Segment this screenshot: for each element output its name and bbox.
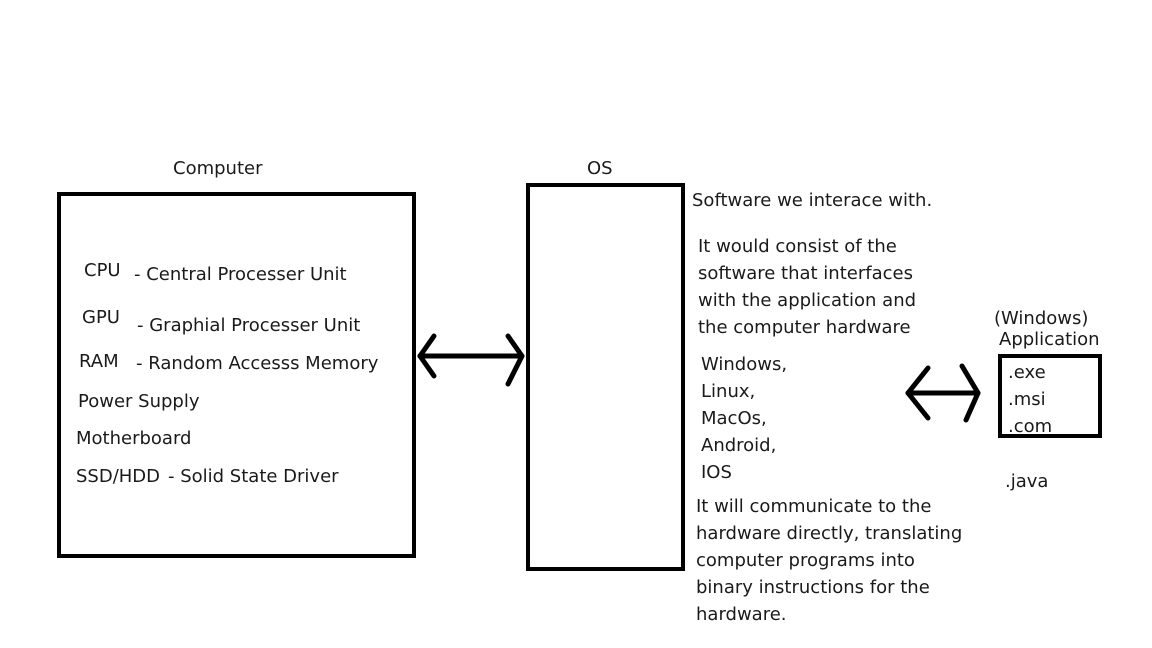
ram-abbr: RAM [79, 351, 119, 372]
os-communication-line: computer programs into [696, 550, 915, 571]
os-communication-line: It will communicate to the [696, 496, 932, 517]
computer-box [57, 192, 416, 558]
cpu-desc: - Central Processer Unit [134, 264, 347, 285]
os-example: IOS [701, 462, 732, 483]
os-summary: Software we interace with. [692, 190, 933, 211]
os-communication-line: hardware directly, translating [696, 523, 963, 544]
os-communication-line: binary instructions for the [696, 577, 930, 598]
motherboard-label: Motherboard [76, 428, 192, 449]
application-title: Application [999, 329, 1100, 350]
os-example: Windows, [701, 354, 788, 375]
extension-com: .com [1008, 416, 1053, 437]
extension-exe: .exe [1008, 362, 1046, 383]
extension-msi: .msi [1008, 389, 1046, 410]
os-description-line: the computer hardware [698, 317, 911, 338]
application-box [998, 354, 1102, 438]
extension-java: .java [1005, 471, 1049, 492]
os-description-line: software that interfaces [698, 263, 913, 284]
os-description-line: It would consist of the [698, 236, 897, 257]
cpu-abbr: CPU [84, 260, 121, 281]
gpu-desc: - Graphial Processer Unit [137, 315, 361, 336]
ram-desc: - Random Accesss Memory [136, 353, 379, 374]
os-example: Android, [701, 435, 777, 456]
os-example: MacOs, [701, 408, 767, 429]
ssd-desc: - Solid State Driver [168, 466, 339, 487]
gpu-abbr: GPU [82, 307, 120, 328]
computer-os-arrow [417, 333, 525, 387]
os-description-line: with the application and [698, 290, 917, 311]
computer-title: Computer [173, 158, 263, 179]
os-application-arrow [905, 363, 981, 423]
power-supply-label: Power Supply [78, 391, 200, 412]
os-communication-line: hardware. [696, 604, 787, 625]
os-box [526, 183, 685, 571]
os-title: OS [587, 158, 613, 179]
application-platform: (Windows) [994, 308, 1089, 329]
ssd-abbr: SSD/HDD [76, 466, 161, 487]
os-example: Linux, [701, 381, 756, 402]
